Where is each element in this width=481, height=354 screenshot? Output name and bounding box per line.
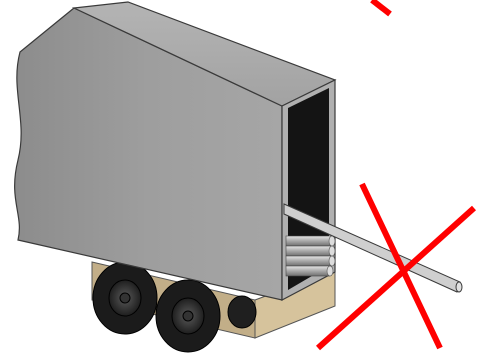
warning-cross-icon	[318, 184, 474, 348]
warning-cross-top-fragment	[372, 0, 390, 14]
pipe-bundle	[286, 236, 335, 276]
